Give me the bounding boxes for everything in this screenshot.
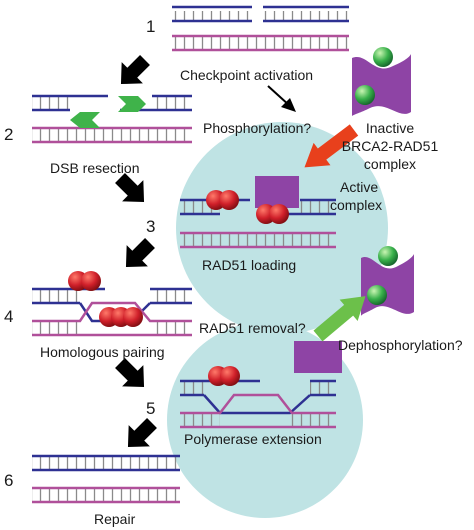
brca2-active — [255, 176, 299, 208]
arrow-4-to-5 — [115, 358, 145, 388]
label-inactive-line1: Inactive — [366, 120, 414, 136]
label-inactive-line3: complex — [364, 156, 416, 172]
arrow-3-to-4 — [125, 238, 155, 268]
label-homologous-pairing: Homologous pairing — [40, 344, 165, 360]
nuclease-left — [70, 112, 100, 128]
dna-step6 — [32, 454, 180, 504]
step-6-number: 6 — [4, 471, 13, 490]
label-repair: Repair — [94, 511, 136, 527]
step-3-number: 3 — [146, 217, 155, 236]
label-dephosphorylation: Dephosphorylation? — [338, 337, 463, 353]
active-complex-bubble — [176, 122, 388, 334]
label-active-line1: Active — [340, 179, 378, 195]
dna-step2 — [32, 94, 192, 144]
arrow-1-to-2 — [120, 55, 150, 85]
dephosphorylated-complex — [361, 246, 414, 316]
step-1-number: 1 — [146, 17, 155, 36]
label-polymerase-extension: Polymerase extension — [184, 431, 322, 447]
dephosphorylation-arrow — [313, 296, 366, 342]
label-dsb-resection: DSB resection — [50, 160, 139, 176]
label-active-line2: complex — [330, 197, 382, 213]
label-phosphorylation: Phosphorylation? — [203, 120, 311, 136]
label-inactive-line2: BRCA2-RAD51 — [342, 138, 439, 154]
inactive-brca2-rad51-complex — [352, 47, 411, 116]
arrow-2-to-3 — [115, 173, 145, 203]
step-4-number: 4 — [4, 307, 13, 326]
rad51-cluster-step3 — [206, 190, 289, 224]
step-2-number: 2 — [4, 125, 13, 144]
nuclease-right — [118, 96, 146, 112]
label-rad51-loading: RAD51 loading — [202, 257, 296, 273]
label-rad51-removal: RAD51 removal? — [199, 320, 306, 336]
phosphorylation-arrow — [304, 124, 359, 168]
checkpoint-arrow — [267, 85, 296, 112]
label-checkpoint-activation: Checkpoint activation — [180, 67, 313, 83]
arrow-5-to-6 — [127, 418, 157, 448]
step-5-number: 5 — [146, 399, 155, 418]
dna-step1 — [172, 5, 349, 52]
rad51-cluster-step4 — [68, 271, 143, 327]
rad51-cluster-step5 — [208, 366, 240, 386]
brca2-removed — [294, 341, 342, 373]
